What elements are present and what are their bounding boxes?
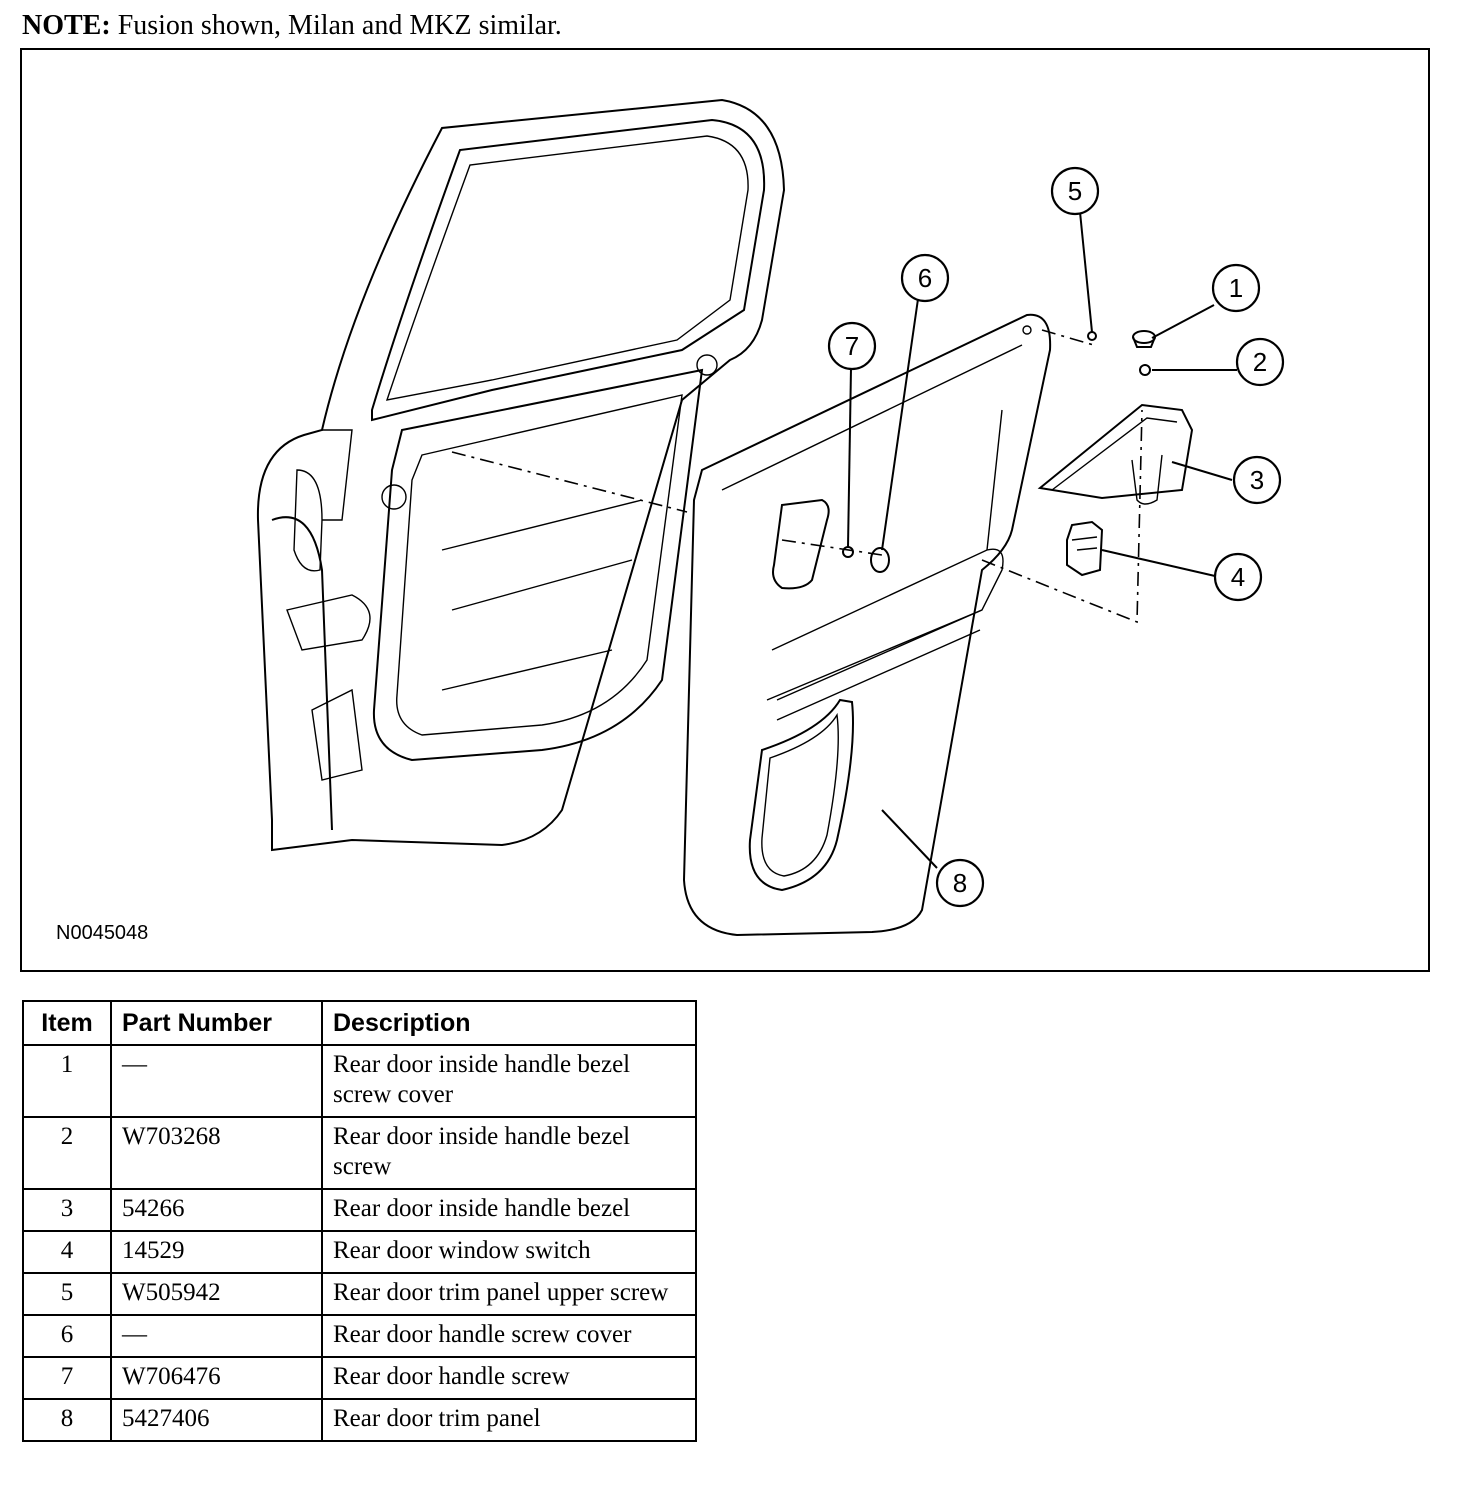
parts-drawing (842, 330, 1194, 577)
header-item: Item (22, 1000, 112, 1046)
callout-4: 4 (1213, 552, 1263, 602)
part-number-cell: — (110, 1044, 323, 1118)
door-shell-drawing (256, 98, 786, 852)
callout-1-label: 1 (1229, 273, 1243, 303)
item-cell: 6 (22, 1314, 112, 1358)
part-number-cell: 5427406 (110, 1398, 323, 1442)
item-cell: 5 (22, 1272, 112, 1316)
trim-panel-drawing (682, 313, 1052, 937)
part-number-cell: W703268 (110, 1116, 323, 1190)
part-number-cell: 14529 (110, 1230, 323, 1274)
item-cell: 3 (22, 1188, 112, 1232)
callout-5-label: 5 (1068, 176, 1082, 206)
table-row: 1 — Rear door inside handle bezel screw … (22, 1044, 697, 1118)
table-row: 8 5427406 Rear door trim panel (22, 1398, 697, 1442)
description-cell: Rear door inside handle bezel screw cove… (321, 1044, 697, 1118)
callout-7: 7 (827, 321, 877, 371)
part-number-cell: W505942 (110, 1272, 323, 1316)
part-number-cell: — (110, 1314, 323, 1358)
item-cell: 1 (22, 1044, 112, 1118)
note-label: NOTE: (22, 10, 111, 41)
callout-7-label: 7 (845, 331, 859, 361)
callout-4-label: 4 (1231, 562, 1245, 592)
description-cell: Rear door trim panel upper screw (321, 1272, 697, 1316)
part-number-cell: W706476 (110, 1356, 323, 1400)
callout-1: 1 (1211, 263, 1261, 313)
description-cell: Rear door inside handle bezel screw (321, 1116, 697, 1190)
callout-8-label: 8 (953, 868, 967, 898)
table-row: 6 — Rear door handle screw cover (22, 1314, 697, 1358)
callout-3: 3 (1232, 455, 1282, 505)
callout-3-label: 3 (1250, 465, 1264, 495)
table-row: 2 W703268 Rear door inside handle bezel … (22, 1116, 697, 1190)
header-description: Description (321, 1000, 697, 1046)
callout-6: 6 (900, 253, 950, 303)
table-row: 4 14529 Rear door window switch (22, 1230, 697, 1274)
callout-2: 2 (1235, 337, 1285, 387)
description-cell: Rear door handle screw (321, 1356, 697, 1400)
callout-6-label: 6 (918, 263, 932, 293)
description-cell: Rear door window switch (321, 1230, 697, 1274)
table-row: 7 W706476 Rear door handle screw (22, 1356, 697, 1400)
callout-8: 8 (935, 858, 985, 908)
table-row: 5 W505942 Rear door trim panel upper scr… (22, 1272, 697, 1316)
table-header-row: Item Part Number Description (22, 1000, 697, 1046)
item-cell: 4 (22, 1230, 112, 1274)
description-cell: Rear door inside handle bezel (321, 1188, 697, 1232)
page-note: NOTE: Fusion shown, Milan and MKZ simila… (22, 10, 562, 42)
note-text: Fusion shown, Milan and MKZ similar. (110, 10, 562, 41)
figure-id: N0045048 (56, 922, 149, 944)
description-cell: Rear door handle screw cover (321, 1314, 697, 1358)
description-cell: Rear door trim panel (321, 1398, 697, 1442)
item-cell: 7 (22, 1356, 112, 1400)
door-diagram: 1 2 3 4 5 6 7 8 (256, 98, 1285, 937)
parts-table: Item Part Number Description 1 — Rear do… (22, 1000, 697, 1442)
part-number-cell: 54266 (110, 1188, 323, 1232)
header-part-number: Part Number (110, 1000, 323, 1046)
item-cell: 8 (22, 1398, 112, 1442)
table-row: 3 54266 Rear door inside handle bezel (22, 1188, 697, 1232)
callout-5: 5 (1050, 166, 1100, 216)
callout-2-label: 2 (1253, 347, 1267, 377)
exploded-view-figure: 1 2 3 4 5 6 7 8 N0045048 (20, 48, 1430, 972)
item-cell: 2 (22, 1116, 112, 1190)
